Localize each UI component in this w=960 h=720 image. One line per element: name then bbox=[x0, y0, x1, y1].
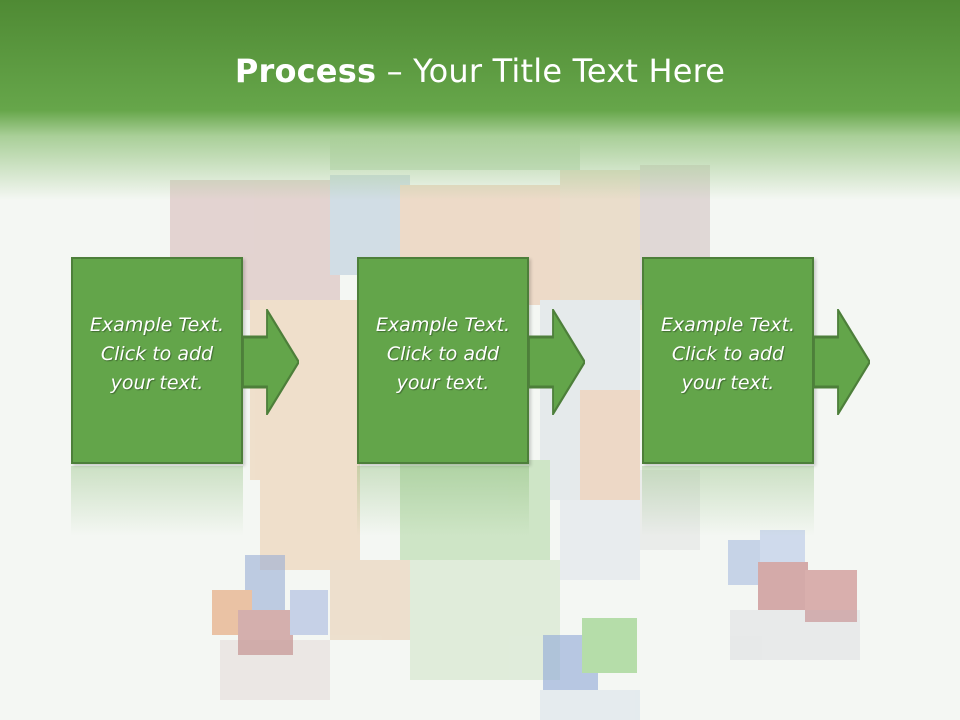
process-step-3-box[interactable]: Example Text. Click to add your text. bbox=[642, 257, 814, 464]
process-step-2-text[interactable]: Example Text. Click to add your text. bbox=[359, 311, 527, 398]
step-text-line: Click to add bbox=[386, 343, 500, 365]
step-2-reflection bbox=[357, 466, 529, 536]
slide-title[interactable]: Process – Your Title Text Here bbox=[0, 52, 960, 90]
step-text-line: your text. bbox=[110, 372, 204, 394]
step-3-reflection bbox=[642, 466, 814, 536]
title-bold-part: Process bbox=[234, 52, 377, 90]
step-text-line: your text. bbox=[681, 372, 775, 394]
process-step-1-text[interactable]: Example Text. Click to add your text. bbox=[73, 311, 241, 398]
step-text-line: Click to add bbox=[100, 343, 214, 365]
step-text-line: your text. bbox=[396, 372, 490, 394]
title-rest-part: – Your Title Text Here bbox=[376, 52, 726, 90]
right-arrow-icon bbox=[814, 309, 870, 415]
step-text-line: Example Text. bbox=[375, 314, 511, 336]
step-text-line: Example Text. bbox=[660, 314, 796, 336]
right-arrow-icon bbox=[243, 309, 299, 415]
step-text-line: Click to add bbox=[671, 343, 785, 365]
process-step-3-text[interactable]: Example Text. Click to add your text. bbox=[644, 311, 812, 398]
title-band bbox=[0, 0, 960, 200]
step-1-reflection bbox=[71, 466, 243, 536]
process-step-1-box[interactable]: Example Text. Click to add your text. bbox=[71, 257, 243, 464]
process-step-2-box[interactable]: Example Text. Click to add your text. bbox=[357, 257, 529, 464]
step-text-line: Example Text. bbox=[89, 314, 225, 336]
right-arrow-icon bbox=[529, 309, 585, 415]
